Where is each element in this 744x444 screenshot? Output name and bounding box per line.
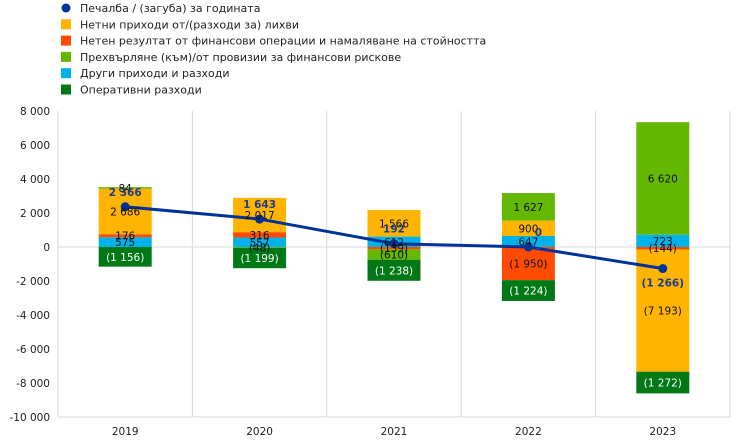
bar-segment <box>98 188 152 235</box>
legend-swatch <box>61 51 71 62</box>
y-tick-label: -4 000 <box>16 310 50 322</box>
profit-line-point <box>523 242 533 252</box>
bar-segment <box>233 232 287 238</box>
profit-line-label: 192 <box>383 224 405 236</box>
legend-swatch <box>61 35 71 46</box>
profit-line-label: (1 266) <box>642 278 684 290</box>
bar-segment <box>636 371 690 394</box>
bar-segment <box>501 247 555 281</box>
bar-value-label: (1 156) <box>106 252 144 264</box>
bar-segment <box>98 187 152 189</box>
bar-segment <box>501 193 555 221</box>
bar-value-label: 647 <box>518 237 538 249</box>
bar-value-label: 557 <box>250 237 270 249</box>
bar-segment <box>98 234 152 238</box>
x-tick-label: 2019 <box>112 426 139 438</box>
legend-label: Печалба / (загуба) за годината <box>80 2 260 15</box>
bar-value-label: (1 950) <box>509 259 547 271</box>
bar-segment <box>98 247 152 267</box>
x-tick-label: 2023 <box>649 426 676 438</box>
y-tick-label: 6 000 <box>20 140 50 152</box>
bar-segment <box>501 236 555 247</box>
bar-value-label: 2 686 <box>110 206 140 218</box>
y-tick-label: 4 000 <box>20 174 50 186</box>
axes: -10 000 -8 000 -6 000 -4 000 -2 000 0 2 000 4 0… <box>9 106 731 438</box>
profit-line-point <box>389 239 399 249</box>
bar-value-label: (139) <box>380 243 408 255</box>
profit-line-label: 1 643 <box>243 199 276 211</box>
legend-label: Оперативни разходи <box>80 84 202 97</box>
bar-value-label: 2 017 <box>245 210 275 222</box>
profit-line-label: 0 <box>535 227 542 239</box>
y-tick-label: -8 000 <box>16 378 50 390</box>
legend-swatch <box>61 84 71 95</box>
bar-segment <box>233 247 287 269</box>
legend-label: Нетен резултат от финансови операции и н… <box>80 35 486 48</box>
bar-segment <box>367 249 421 260</box>
legend-marker-line <box>61 3 71 13</box>
bar-value-label: 612 <box>384 237 404 249</box>
bar-value-label: (48) <box>249 242 271 254</box>
bar-value-label: 84 <box>119 183 133 195</box>
legend-swatch <box>61 19 71 30</box>
profit-line <box>120 202 668 274</box>
bar-segment <box>233 237 287 247</box>
x-tick-label: 2021 <box>381 426 408 438</box>
legend-label: Прехвърляне (към)/от провизии за финансо… <box>80 51 401 64</box>
bar-value-label: (1 238) <box>375 265 413 277</box>
legend-swatch <box>61 68 71 79</box>
bars <box>98 122 690 394</box>
y-tick-label: -2 000 <box>16 276 50 288</box>
profit-line-point <box>120 202 130 212</box>
bar-value-label: 723 <box>653 236 673 248</box>
y-tick-label: -10 000 <box>9 412 50 424</box>
y-tick-label: 2 000 <box>20 208 50 220</box>
y-tick-label: -6 000 <box>16 344 50 356</box>
bar-value-label: (1 199) <box>240 253 278 265</box>
bar-value-label: (610) <box>380 250 408 262</box>
legend-label: Нетни приходи от/(разходи за) лихви <box>80 18 299 31</box>
legend-label: Други приходи и разходи <box>80 67 230 80</box>
bar-segment <box>501 280 555 301</box>
y-tick-label: 8 000 <box>20 106 50 118</box>
bar-value-label: (7 193) <box>644 306 682 318</box>
bar-segment <box>636 247 690 250</box>
profit-line-point <box>658 264 668 274</box>
profit-line-point <box>255 214 265 224</box>
bar-value-label: 6 620 <box>648 173 678 185</box>
bar-value-label: (1 224) <box>509 286 547 298</box>
bar-segment <box>367 259 421 281</box>
x-tick-label: 2022 <box>515 426 542 438</box>
bar-value-label: (1 272) <box>644 378 682 390</box>
bar-segment <box>367 209 421 237</box>
bar-segment <box>501 220 555 237</box>
bar-value-label: 176 <box>115 231 135 243</box>
bar-value-label: 900 <box>518 223 538 235</box>
bar-segment <box>636 234 690 247</box>
bar-segment <box>233 247 287 248</box>
bar-value-label: 1 566 <box>379 218 409 230</box>
bar-value-label: 316 <box>250 230 270 242</box>
profit-line-label: 2 366 <box>109 187 142 199</box>
bar-value-label: (144) <box>649 243 677 255</box>
bar-value-label: 575 <box>115 237 135 249</box>
y-tick-label: 0 <box>43 242 50 254</box>
bar-segment <box>636 122 690 235</box>
x-tick-label: 2020 <box>246 426 273 438</box>
bar-value-label: 1 627 <box>513 202 543 214</box>
bar-segment <box>98 237 152 247</box>
